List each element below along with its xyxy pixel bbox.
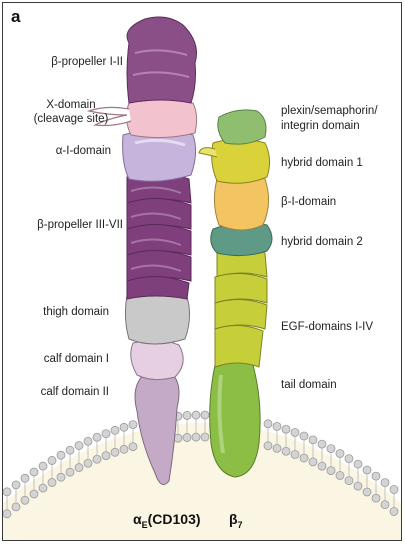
- lipid-head-outer: [372, 472, 380, 480]
- label-beta-hybrid-1: hybrid domain 1: [281, 156, 363, 170]
- lipid-head-inner: [300, 454, 308, 462]
- lipid-head-outer: [300, 432, 308, 440]
- lipid-head-outer: [183, 411, 191, 419]
- label-alpha-x-domain: X-domain: [25, 98, 117, 112]
- beta-tail-domain: [210, 360, 260, 477]
- cell-interior: [3, 423, 401, 540]
- lipid-head-inner: [48, 478, 56, 486]
- lipid-head-inner: [192, 433, 200, 441]
- label-alpha-propeller-i-ii: β-propeller I-II: [51, 55, 123, 69]
- lipid-head-outer: [201, 411, 209, 419]
- lipid-head-outer: [273, 422, 281, 430]
- lipid-head-outer: [282, 425, 290, 433]
- label-beta-tail: tail domain: [281, 378, 337, 392]
- label-beta-i-domain: β-I-domain: [281, 195, 336, 209]
- lipid-head-outer: [192, 411, 200, 419]
- lipid-head-outer: [75, 442, 83, 450]
- label-beta-egf: EGF-domains I-IV: [281, 320, 373, 334]
- beta-hybrid-1-domain: [212, 139, 270, 183]
- label-alpha-i-domain: α-I-domain: [56, 144, 111, 158]
- alpha-calf-i-domain: [131, 340, 183, 379]
- lipid-head-outer: [354, 460, 362, 468]
- lipid-head-outer: [363, 466, 371, 474]
- figure-frame: a: [2, 2, 402, 541]
- lipid-head-inner: [12, 503, 20, 511]
- lipid-head-inner: [372, 494, 380, 502]
- lipid-head-outer: [264, 420, 272, 428]
- lipid-head-outer: [327, 445, 335, 453]
- label-beta-hybrid-2: hybrid domain 2: [281, 235, 363, 249]
- lipid-head-inner: [84, 459, 92, 467]
- alpha-thigh-domain: [125, 292, 189, 344]
- lipid-head-outer: [336, 449, 344, 457]
- lipid-head-inner: [264, 442, 272, 450]
- lipid-head-inner: [102, 452, 110, 460]
- alpha-chain-name: αE(CD103): [133, 511, 201, 530]
- lipid-head-outer: [3, 488, 11, 496]
- lipid-head-outer: [84, 437, 92, 445]
- lipid-head-outer: [66, 446, 74, 454]
- beta-chain-name: β7: [229, 511, 243, 530]
- lipid-head-outer: [57, 451, 65, 459]
- lipid-head-inner: [381, 501, 389, 509]
- lipid-head-outer: [318, 440, 326, 448]
- beta-egf-domain-stack: [215, 247, 267, 367]
- lipid-head-inner: [39, 484, 47, 492]
- lipid-head-outer: [48, 456, 56, 464]
- lipid-head-inner: [201, 433, 209, 441]
- lipid-head-outer: [102, 430, 110, 438]
- lipid-head-inner: [93, 455, 101, 463]
- lipid-head-outer: [309, 436, 317, 444]
- lipid-head-inner: [66, 468, 74, 476]
- lipid-head-inner: [111, 448, 119, 456]
- lipid-head-outer: [21, 474, 29, 482]
- lipid-head-inner: [318, 462, 326, 470]
- lipid-head-outer: [111, 426, 119, 434]
- label-alpha-calf-i: calf domain I: [44, 352, 109, 366]
- label-beta-psi-2: integrin domain: [281, 119, 360, 133]
- lipid-head-outer: [120, 423, 128, 431]
- lipid-head-inner: [327, 467, 335, 475]
- label-alpha-x-domain-sub: (cleavage site): [25, 112, 117, 126]
- lipid-head-outer: [345, 455, 353, 463]
- lipid-head-inner: [57, 473, 65, 481]
- label-alpha-thigh: thigh domain: [43, 305, 109, 319]
- alpha-propeller-iii-vii-stack: [127, 172, 191, 299]
- lipid-head-outer: [12, 481, 20, 489]
- beta-psi-domain: [218, 110, 266, 144]
- lipid-head-outer: [390, 485, 398, 493]
- lipid-head-inner: [273, 444, 281, 452]
- lipid-head-inner: [390, 507, 398, 515]
- lipid-head-inner: [183, 433, 191, 441]
- label-beta-psi: plexin/semaphorin/: [281, 104, 378, 118]
- lipid-head-outer: [291, 428, 299, 436]
- integrin-diagram: [3, 3, 401, 540]
- lipid-head-inner: [309, 458, 317, 466]
- lipid-head-inner: [282, 447, 290, 455]
- lipid-head-inner: [363, 488, 371, 496]
- lipid-head-inner: [336, 471, 344, 479]
- label-alpha-calf-ii: calf domain II: [41, 385, 109, 399]
- alpha-propeller-i-ii-domain: [127, 17, 197, 103]
- lipid-head-inner: [30, 490, 38, 498]
- lipid-head-inner: [120, 445, 128, 453]
- lipid-head-inner: [354, 482, 362, 490]
- beta-chain-molecule: [199, 110, 272, 477]
- lipid-head-inner: [291, 450, 299, 458]
- lipid-head-inner: [129, 443, 137, 451]
- alpha-x-domain: [126, 100, 196, 138]
- lipid-head-outer: [93, 433, 101, 441]
- lipid-head-outer: [129, 421, 137, 429]
- lipid-head-inner: [21, 496, 29, 504]
- lipid-head-inner: [75, 464, 83, 472]
- lipid-head-outer: [381, 479, 389, 487]
- lipid-head-inner: [3, 510, 11, 518]
- lipid-head-outer: [39, 462, 47, 470]
- lipid-head-inner: [345, 477, 353, 485]
- label-alpha-propeller-iii-vii: β-propeller III-VII: [37, 218, 123, 232]
- lipid-head-outer: [30, 468, 38, 476]
